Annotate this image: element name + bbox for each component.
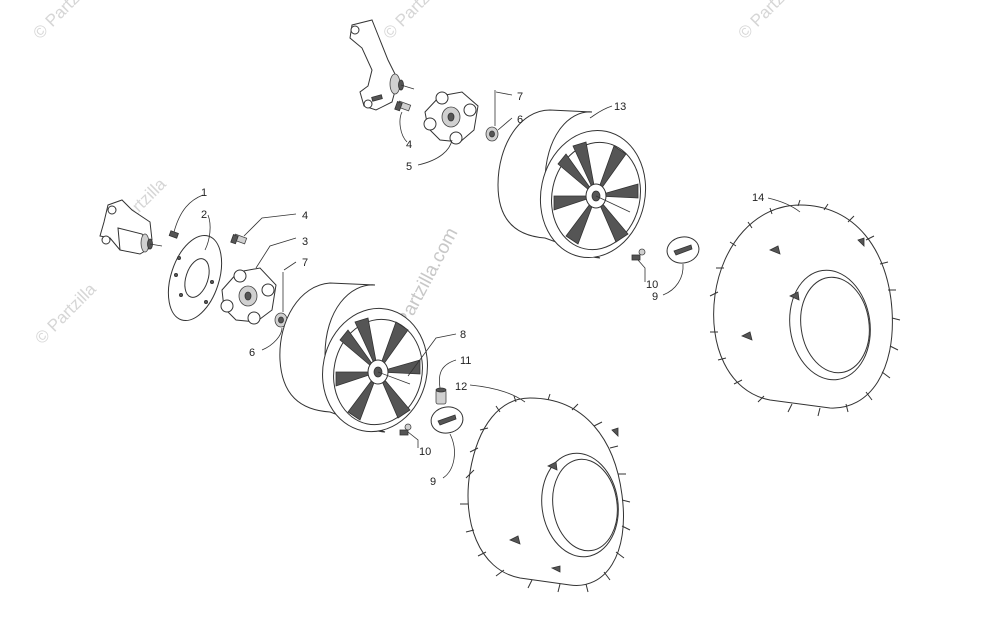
watermark-top-left: © Partzilla — [29, 0, 98, 43]
callout-6-top: 6 — [517, 114, 523, 126]
valve-stem-right — [631, 248, 646, 261]
callout-9-left: 9 — [430, 476, 436, 488]
callout-labels: 1 2 3 4 4 5 6 6 7 7 8 9 9 10 10 11 12 13… — [201, 91, 764, 488]
brake-disc-bolt — [168, 230, 179, 239]
watermark-group: © Partzilla © Partzilla © Partzilla © Pa… — [29, 0, 803, 348]
watermark-top-mid: © Partzilla — [379, 0, 448, 43]
callout-4-left: 4 — [302, 210, 308, 222]
callout-4-top: 4 — [406, 139, 412, 151]
rim-front-spokes — [335, 317, 421, 421]
axle-nut-left — [274, 312, 288, 328]
center-cap-right — [666, 236, 700, 264]
wheel-hub-left — [220, 267, 277, 325]
callout-7-top: 7 — [517, 91, 523, 103]
callout-10-right: 10 — [646, 279, 658, 291]
callout-10-left: 10 — [419, 446, 431, 458]
callout-7-left: 7 — [302, 257, 308, 269]
callout-13: 13 — [614, 101, 626, 113]
spindle-knuckle-left — [99, 199, 163, 255]
tire-rear — [709, 199, 901, 417]
rim-rear-spokes — [553, 141, 639, 245]
wheel-hub-top — [423, 91, 479, 145]
wheel-rim-rear — [497, 109, 647, 259]
callout-6-left: 6 — [249, 347, 255, 359]
wheel-stud-left — [230, 233, 248, 245]
watermark-mid-left: © Partzilla — [31, 279, 100, 348]
tire-front — [460, 393, 631, 593]
callout-11: 11 — [460, 355, 471, 367]
watermark-top-right: © Partzilla — [734, 0, 803, 43]
callout-5: 5 — [406, 161, 412, 173]
axle-nut-top — [485, 126, 499, 142]
center-cap-left — [430, 406, 464, 434]
lug-nut — [435, 387, 447, 405]
callout-9-right: 9 — [652, 291, 658, 303]
callout-3: 3 — [302, 236, 308, 248]
callout-1: 1 — [201, 187, 207, 199]
callout-8: 8 — [460, 329, 466, 341]
leader-lines — [173, 91, 801, 479]
brake-disc — [167, 235, 223, 321]
callout-12: 12 — [455, 381, 467, 393]
callout-2: 2 — [201, 209, 207, 221]
spindle-knuckle-top — [349, 19, 415, 111]
wheel-rim-front — [279, 282, 428, 433]
wheel-stud-top — [394, 100, 412, 112]
callout-14: 14 — [752, 192, 764, 204]
